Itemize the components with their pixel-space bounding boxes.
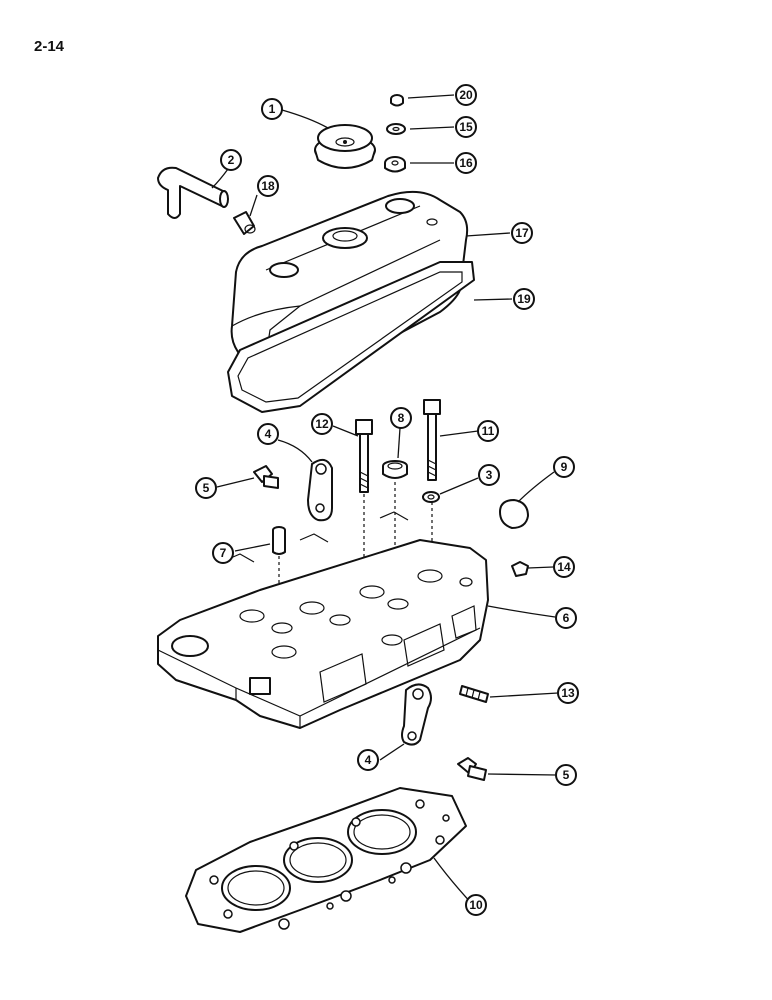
svg-text:11: 11	[482, 424, 495, 438]
svg-text:7: 7	[220, 546, 227, 560]
callouts: 1 2 18 20 15 16 17 19 4 12 8 11 9 5 3 7 …	[195, 84, 579, 916]
valve-cover-gasket	[227, 261, 475, 413]
seal-8	[382, 460, 408, 479]
svg-text:3: 3	[486, 468, 493, 482]
callout-19: 19	[513, 288, 535, 310]
callout-6: 6	[555, 607, 577, 629]
svg-text:13: 13	[561, 686, 575, 700]
svg-text:9: 9	[561, 460, 568, 474]
stud-13	[459, 685, 489, 703]
callout-4-lower: 4	[357, 749, 379, 771]
washer-15	[386, 123, 406, 135]
svg-text:16: 16	[459, 156, 473, 170]
callout-7: 7	[212, 542, 234, 564]
callout-14: 14	[553, 556, 575, 578]
svg-text:15: 15	[459, 120, 473, 134]
cylinder-head	[157, 511, 489, 729]
grommet-16	[384, 156, 406, 173]
callout-5-upper: 5	[195, 477, 217, 499]
callout-1: 1	[261, 98, 283, 120]
lifting-eye-lower	[401, 683, 432, 746]
svg-text:4: 4	[365, 753, 372, 767]
callout-12: 12	[311, 413, 333, 435]
callout-18: 18	[257, 175, 279, 197]
leader-lines	[211, 94, 559, 906]
bolt-5-upper	[253, 465, 279, 489]
svg-text:2: 2	[228, 153, 235, 167]
svg-text:19: 19	[517, 292, 531, 306]
callout-2: 2	[220, 149, 242, 171]
hose-clamp	[233, 211, 256, 235]
svg-text:1: 1	[269, 102, 276, 116]
callout-15: 15	[455, 116, 477, 138]
head-gasket	[185, 787, 467, 933]
breather-hose	[157, 166, 229, 219]
callout-17: 17	[511, 222, 533, 244]
callout-5-lower: 5	[555, 764, 577, 786]
svg-text:14: 14	[557, 560, 571, 574]
svg-text:12: 12	[315, 417, 329, 431]
oil-filler-cap	[314, 124, 376, 169]
callout-13: 13	[557, 682, 579, 704]
callout-8: 8	[390, 407, 412, 429]
svg-text:4: 4	[265, 427, 272, 441]
plug-9	[499, 499, 529, 529]
svg-text:5: 5	[203, 481, 210, 495]
washer-3	[422, 491, 440, 503]
page-number: 2-14	[34, 38, 65, 55]
svg-text:6: 6	[563, 611, 570, 625]
nut-20	[390, 94, 404, 107]
callout-11: 11	[477, 420, 499, 442]
svg-text:10: 10	[469, 898, 483, 912]
svg-text:8: 8	[398, 411, 405, 425]
callout-4-upper: 4	[257, 423, 279, 445]
bolt-12	[355, 419, 373, 493]
svg-text:18: 18	[261, 179, 275, 193]
callout-16: 16	[455, 152, 477, 174]
callout-20: 20	[455, 84, 477, 106]
stud-7	[272, 526, 286, 555]
cap-14	[511, 561, 529, 577]
callout-3: 3	[478, 464, 500, 486]
callout-9: 9	[553, 456, 575, 478]
svg-text:17: 17	[515, 226, 529, 240]
lifting-eye-upper	[307, 458, 333, 522]
bolt-5-lower	[457, 757, 487, 781]
callout-10: 10	[465, 894, 487, 916]
svg-text:5: 5	[563, 768, 570, 782]
bolt-11	[423, 399, 441, 481]
svg-text:20: 20	[459, 88, 473, 102]
